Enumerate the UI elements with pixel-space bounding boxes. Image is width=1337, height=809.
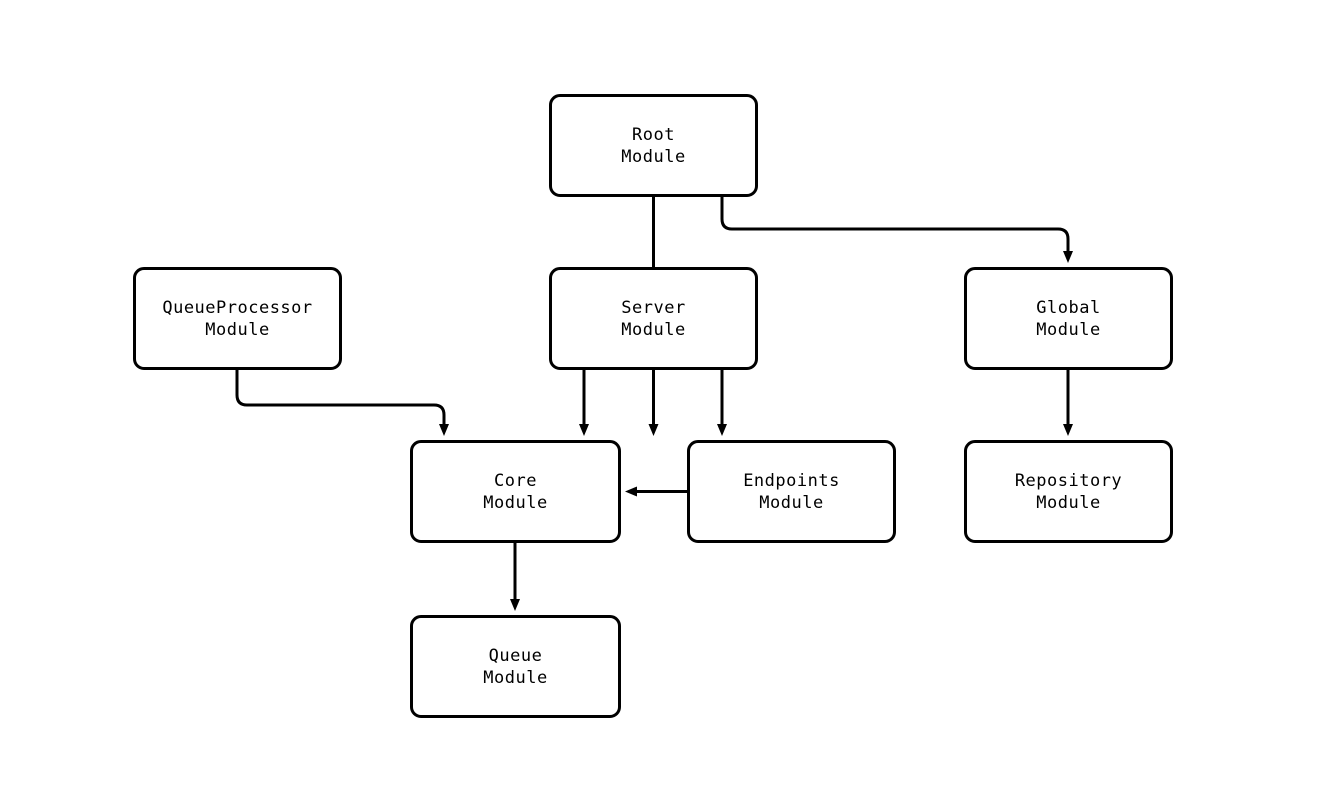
node-endpoints-module-label: Endpoints Module: [743, 470, 840, 513]
node-repository-module[interactable]: Repository Module: [964, 440, 1173, 543]
node-server-module[interactable]: Server Module: [549, 267, 758, 370]
node-global-module-label: Global Module: [1036, 297, 1101, 340]
node-queue-module-label: Queue Module: [483, 645, 548, 688]
node-queue-module[interactable]: Queue Module: [410, 615, 621, 718]
node-core-module-label: Core Module: [483, 470, 548, 513]
node-root-module[interactable]: Root Module: [549, 94, 758, 197]
node-server-module-label: Server Module: [621, 297, 686, 340]
node-root-module-label: Root Module: [621, 124, 686, 167]
node-queueprocessor-module-label: QueueProcessor Module: [162, 297, 313, 340]
node-global-module[interactable]: Global Module: [964, 267, 1173, 370]
edge-queueprocessor-to-core: [235, 370, 449, 436]
node-endpoints-module[interactable]: Endpoints Module: [687, 440, 896, 543]
node-core-module[interactable]: Core Module: [410, 440, 621, 543]
edge-root-to-global: [720, 197, 1073, 263]
node-repository-module-label: Repository Module: [1014, 470, 1123, 513]
node-queueprocessor-module[interactable]: QueueProcessor Module: [133, 267, 342, 370]
